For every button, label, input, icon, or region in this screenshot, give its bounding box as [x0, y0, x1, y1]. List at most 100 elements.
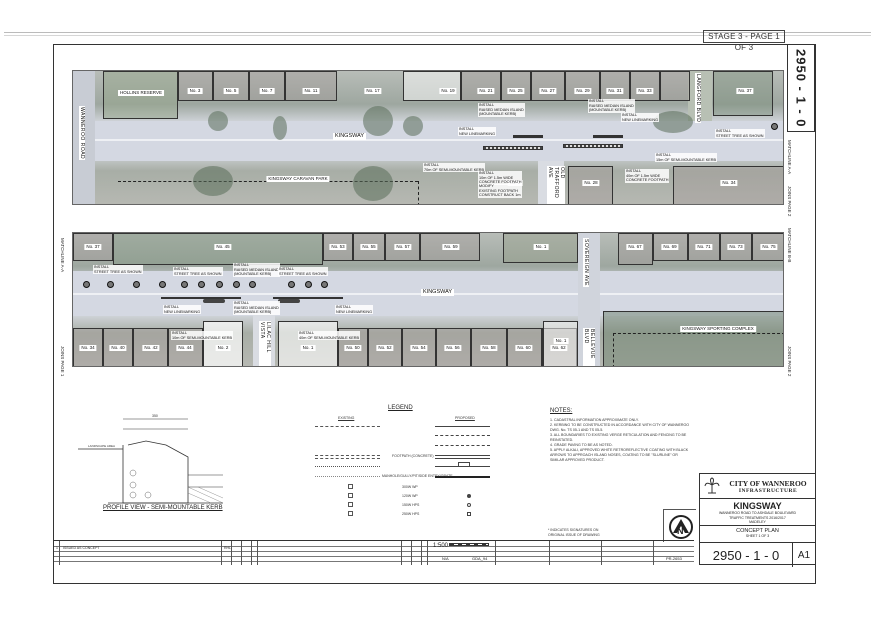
signature-footnote: * INDICATES SIGNATURES ON ORIGINAL ISSUE… [548, 528, 600, 537]
project-title: KINGSWAY [733, 501, 782, 511]
scale-bar [449, 543, 489, 546]
annotation: INSTALL STREET TREE AS SHOWN [715, 129, 765, 138]
annotation: INSTALL RAISED MEDIAN ISLAND (MOUNTABLE … [233, 263, 280, 277]
annotation: INSTALL STREET TREE AS SHOWN [93, 265, 143, 274]
lot-label: No. 55 [360, 244, 378, 250]
plan-type: CONCEPT PLAN [736, 528, 779, 534]
notes-title: NOTES: [550, 408, 573, 414]
side-drawing-code: 2950 - 1 - 0 [787, 44, 815, 132]
lot-label: No. 21 [477, 88, 495, 94]
legend-item: 300W WP [402, 485, 418, 489]
general-notes: NOTES: 1. CADASTRAL INFORMATION APPROXIM… [550, 408, 690, 478]
note-item: 5. APPLY ALKALI, APPROVED WHITE RETROREF… [550, 448, 689, 462]
profile-view-title: PROFILE VIEW - SEMI-MOUNTABLE KERB [103, 505, 223, 511]
lot-label: No. 11 [302, 88, 320, 94]
note-item: 3. ALL BOUNDARIES TO EXISTING VERGE RETI… [550, 433, 687, 442]
legend-existing-header: EXISTING [338, 416, 355, 420]
annotation: INSTALL STREET TREE AS SHOWN [278, 267, 328, 276]
lot-label: No. 31 [606, 88, 624, 94]
lot-label: No. 5 [223, 88, 239, 94]
sheet-number: SHEET 1 OF 3 [745, 534, 770, 538]
street-label: LANGFORD BLVD [695, 73, 701, 124]
top-rule-2 [4, 35, 871, 36]
annotation: INSTALL 70m OF SEMI-MOUNTABLE KERB [423, 163, 486, 172]
legend-proposed-header: PROPOSED [455, 416, 475, 420]
lot-label: No. 33 [636, 88, 654, 94]
svg-text:LANDSCAPE AREA: LANDSCAPE AREA [88, 444, 115, 448]
area-label: HOLLINS RESERVE [118, 90, 164, 96]
lot-label: No. 60 [515, 345, 533, 351]
joins-label: JOINS PAGE 2 [787, 186, 792, 217]
project-subtitle-2: TRAFFIC TREATMENTS 2016/2017 [729, 515, 786, 520]
project-subtitle-1: WANNEROO ROAD TO ASHDALE BOULEVARD [718, 511, 797, 515]
top-rule [4, 32, 871, 33]
stage-page-label: STAGE 3 - PAGE 1 OF 3 [703, 30, 785, 52]
title-block: CITY OF WANNEROO INFRASTRUCTURE KINGSWAY… [699, 473, 816, 567]
aerial-plan-bottom[interactable]: No. 37 No. 45 No. 53 No. 55 No. 57 No. 5… [72, 232, 784, 367]
note-item: 2. KERBING TO BE CONSTRUCTED IN ACCORDAN… [550, 423, 690, 432]
lot-label: No. 34 [79, 345, 97, 351]
joins-label: JOINS PAGE 1 [60, 346, 65, 377]
area-label: KINGSWAY SPORTING COMPLEX [680, 326, 756, 332]
lot-label: No. 73 [727, 244, 745, 250]
lot-label: No. 3 [187, 88, 203, 94]
road-label-kingsway: KINGSWAY [421, 289, 455, 296]
svg-text:N: N [677, 526, 684, 536]
north-arrow-icon: N [663, 509, 696, 542]
lot-label: No. 17 [364, 88, 382, 94]
legend-item: 150W HPS [402, 503, 420, 507]
annotation: INSTALL 40m OF SEMI-MOUNTABLE KERB [298, 331, 361, 340]
street-label: WANNEROO ROAD [79, 106, 85, 161]
datum-value: N/A [442, 556, 449, 561]
road-label-kingsway: KINGSWAY [333, 133, 367, 140]
lot-label: No. 25 [507, 88, 525, 94]
aerial-plan-top[interactable]: HOLLINS RESERVE No. 3 No. 5 No. 7 No. 11… [72, 70, 784, 205]
matchline-label: MATCHLINE B-B [787, 228, 792, 263]
lot-label: No. 42 [142, 345, 160, 351]
grid-value: GDA_94 [472, 556, 488, 561]
lot-label: No. 52 [376, 345, 394, 351]
street-label: SOVEREIGN AVE [583, 238, 589, 287]
lot-label: No. 58 [480, 345, 498, 351]
lot-label: No. 7 [259, 88, 275, 94]
annotation: INSTALL NEW LINEMARKING [335, 305, 374, 314]
street-label: OLD TRAFFORD AVE [547, 166, 565, 204]
matchline-label: MATCHLINE A-A [60, 238, 65, 273]
legend: LEGEND EXISTING PROPOSED FOOTPATH (CONCR… [310, 400, 530, 525]
lot-label: No. 19 [439, 88, 457, 94]
drawing-number: 2950 - 1 - 0 [700, 543, 793, 567]
annotation: INSTALL 40m OF 1.5m WIDE CONCRETE FOOTPA… [625, 169, 670, 183]
matchline-label: MATCHLINE A-A [787, 140, 792, 175]
annotation: INSTALL 10m OF SEMI-MOUNTABLE KERB [171, 331, 234, 340]
lot-label: No. 54 [410, 345, 428, 351]
lot-label: No. 45 [214, 244, 232, 250]
organisation-name: CITY OF WANNEROO [729, 478, 807, 488]
lot-label: No. 67 [626, 244, 644, 250]
revision-number: 1 [56, 546, 58, 550]
annotation: MODIFY EXISTING FOOTPATH CONSTRUCT BACK … [478, 184, 522, 198]
suburb: MADELEY [749, 520, 766, 524]
kerb-profile-detail: 350 LANDSCAPE AREA PROFILE VIEW - SEMI-M… [78, 405, 248, 515]
project-number: PR-2653 [666, 556, 682, 561]
lot-label: No. 28 [582, 180, 600, 186]
lot-label: No. 75 [760, 244, 778, 250]
lot-label: No. 62 [550, 345, 568, 351]
drawing-sheet-border [53, 44, 816, 584]
lot-label: No. 44 [176, 345, 194, 351]
lot-label: No. 53 [329, 244, 347, 250]
lot-label: No. 1 [553, 338, 569, 344]
revision-by: RHL [224, 546, 232, 550]
annotation: INSTALL RAISED MEDIAN ISLAND (MOUNTABLE … [588, 99, 635, 113]
area-label: KINGSWAY CARAVAN PARK [266, 176, 330, 182]
lot-label: No. 37 [736, 88, 754, 94]
side-drawing-code-text: 2950 - 1 - 0 [793, 48, 809, 128]
annotation: INSTALL RAISED MEDIAN ISLAND (MOUNTABLE … [233, 301, 280, 315]
lot-label: No. 50 [344, 345, 362, 351]
legend-item: 250W HPS [402, 512, 420, 516]
lot-label: No. 59 [442, 244, 460, 250]
drawing-scale: 1:500 [433, 543, 449, 549]
lot-label: No. 2 [215, 345, 231, 351]
lot-label: No. 71 [695, 244, 713, 250]
lot-label: No. 1 [300, 345, 316, 351]
annotation: INSTALL 15m OF SEMI-MOUNTABLE KERB [655, 153, 718, 162]
